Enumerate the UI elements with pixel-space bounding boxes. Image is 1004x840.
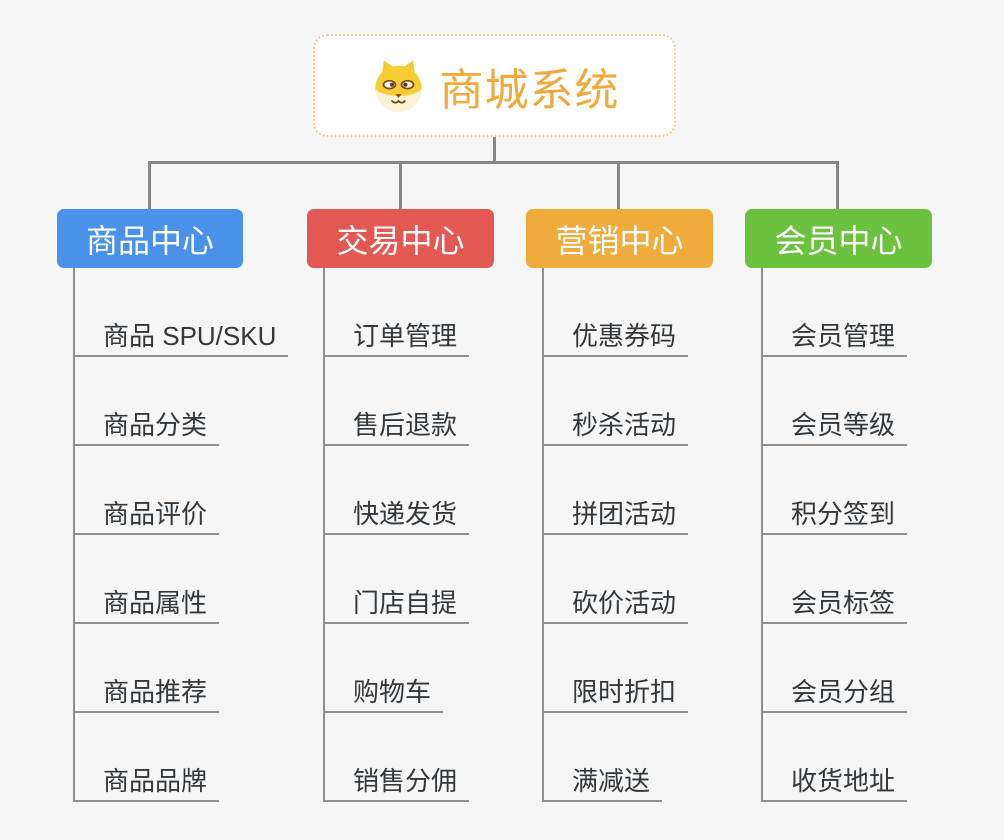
leaf-label: 门店自提 <box>323 589 470 624</box>
connector-drop-marketing <box>617 161 620 210</box>
leaf-node[interactable]: 会员分组 <box>761 624 908 713</box>
leaf-label: 商品属性 <box>73 589 220 624</box>
leaf-node[interactable]: 门店自提 <box>323 535 470 624</box>
leaf-label: 商品评价 <box>73 500 220 535</box>
leaf-node[interactable]: 商品属性 <box>73 535 288 624</box>
leaf-label: 限时折扣 <box>542 678 689 713</box>
leaf-label: 购物车 <box>323 678 444 713</box>
leaf-node[interactable]: 商品评价 <box>73 446 288 535</box>
leaf-label: 销售分佣 <box>323 767 470 802</box>
leaf-label: 商品 SPU/SKU <box>73 322 289 357</box>
leaf-node[interactable]: 会员标签 <box>761 535 908 624</box>
leaf-node[interactable]: 秒杀活动 <box>542 357 689 446</box>
leaf-label: 会员等级 <box>761 411 908 446</box>
leaf-node[interactable]: 订单管理 <box>323 268 470 357</box>
leaf-label: 商品分类 <box>73 411 220 446</box>
branch-children-marketing: 优惠券码 秒杀活动 拼团活动 砍价活动 限时折扣 满减送 <box>542 268 689 802</box>
leaf-node[interactable]: 销售分佣 <box>323 713 470 802</box>
branch-children-trade: 订单管理 售后退款 快递发货 门店自提 购物车 销售分佣 <box>323 268 470 802</box>
leaf-node[interactable]: 会员等级 <box>761 357 908 446</box>
leaf-label: 拼团活动 <box>542 500 689 535</box>
connector-drop-member <box>836 161 839 210</box>
branch-node-product-center[interactable]: 商品中心 <box>57 209 243 268</box>
branch-children-product: 商品 SPU/SKU 商品分类 商品评价 商品属性 商品推荐 商品品牌 <box>73 268 289 802</box>
leaf-node[interactable]: 快递发货 <box>323 446 470 535</box>
shiba-dog-icon <box>370 58 427 113</box>
leaf-node[interactable]: 会员管理 <box>761 268 908 357</box>
branch-children-member: 会员管理 会员等级 积分签到 会员标签 会员分组 收货地址 <box>761 268 908 802</box>
leaf-label: 商品推荐 <box>73 678 220 713</box>
root-title: 商城系统 <box>439 65 620 115</box>
connector-horizontal-bus <box>148 161 839 164</box>
leaf-label: 会员管理 <box>761 322 908 357</box>
leaf-node[interactable]: 商品分类 <box>73 357 288 446</box>
connector-drop-trade <box>399 161 402 210</box>
leaf-node[interactable]: 拼团活动 <box>542 446 689 535</box>
branch-node-trade-center[interactable]: 交易中心 <box>307 209 494 268</box>
connector-drop-product <box>148 161 151 210</box>
leaf-node[interactable]: 商品品牌 <box>73 713 288 802</box>
leaf-node[interactable]: 购物车 <box>323 624 469 713</box>
leaf-node[interactable]: 商品 SPU/SKU <box>73 268 289 357</box>
leaf-label: 收货地址 <box>761 767 908 802</box>
leaf-label: 砍价活动 <box>542 589 689 624</box>
branch-node-marketing-center[interactable]: 营销中心 <box>526 209 713 268</box>
leaf-label: 订单管理 <box>323 322 470 357</box>
leaf-node[interactable]: 售后退款 <box>323 357 470 446</box>
leaf-node[interactable]: 满减送 <box>542 713 688 802</box>
leaf-node[interactable]: 限时折扣 <box>542 624 689 713</box>
root-node[interactable]: 商城系统 <box>313 34 676 137</box>
branch-node-member-center[interactable]: 会员中心 <box>745 209 932 268</box>
leaf-label: 优惠券码 <box>542 322 689 357</box>
leaf-node[interactable]: 商品推荐 <box>73 624 288 713</box>
leaf-node[interactable]: 积分签到 <box>761 446 908 535</box>
leaf-label: 满减送 <box>542 767 663 802</box>
leaf-label: 商品品牌 <box>73 767 220 802</box>
leaf-label: 售后退款 <box>323 411 470 446</box>
leaf-label: 积分签到 <box>761 500 908 535</box>
leaf-label: 会员分组 <box>761 678 908 713</box>
leaf-label: 快递发货 <box>323 500 470 535</box>
leaf-node[interactable]: 优惠券码 <box>542 268 689 357</box>
leaf-node[interactable]: 砍价活动 <box>542 535 689 624</box>
leaf-label: 会员标签 <box>761 589 908 624</box>
leaf-label: 秒杀活动 <box>542 411 689 446</box>
leaf-node[interactable]: 收货地址 <box>761 713 908 802</box>
connector-root-vertical <box>493 137 496 164</box>
